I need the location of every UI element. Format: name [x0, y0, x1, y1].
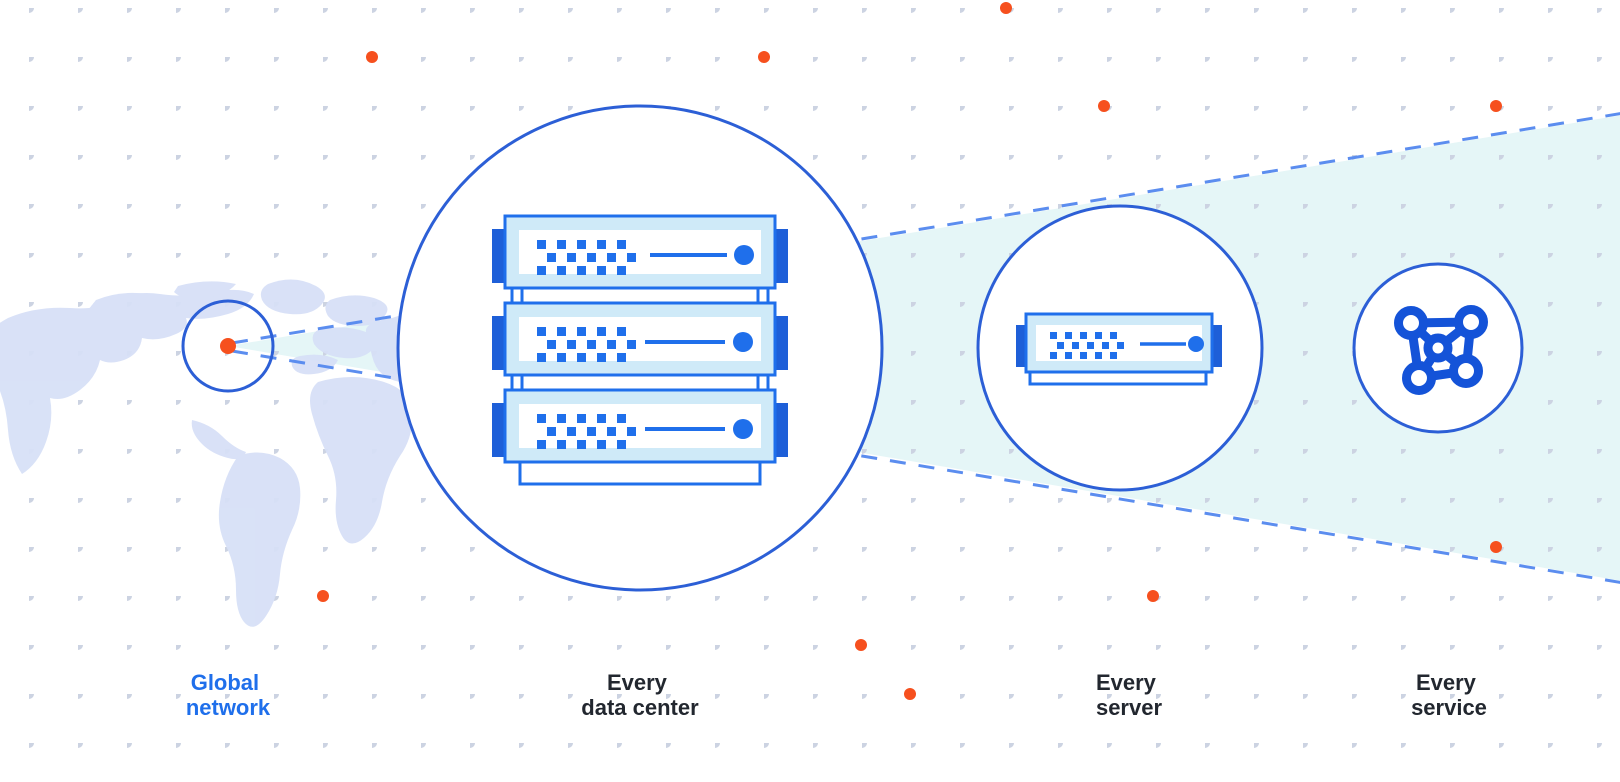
label-every-server: Every server — [1096, 670, 1163, 720]
server-unit — [492, 388, 788, 464]
vent-dots — [537, 240, 636, 275]
server-rack-icon — [492, 214, 788, 486]
node-every-server[interactable] — [976, 204, 1264, 492]
label-every-service-line2: service — [1411, 695, 1487, 720]
point-of-presence-dot — [220, 338, 236, 354]
server-unit-icon — [1016, 312, 1222, 386]
label-every-server-line1: Every — [1096, 670, 1157, 695]
labels: Global network Every data center Every s… — [186, 670, 1487, 720]
label-every-service: Every service — [1411, 670, 1487, 720]
server-unit — [492, 301, 788, 377]
vent-dots — [1050, 332, 1124, 359]
label-every-data-center: Every data center — [581, 670, 699, 720]
label-global-network-line2: network — [186, 695, 271, 720]
label-every-data-center-line2: data center — [581, 695, 699, 720]
node-every-service[interactable] — [1352, 262, 1524, 434]
server-unit — [492, 214, 788, 290]
status-led-icon — [1188, 336, 1204, 352]
accent-dots — [317, 2, 1502, 700]
status-led-icon — [734, 245, 754, 265]
label-global-network: Global network — [186, 670, 271, 720]
label-every-server-line2: server — [1096, 695, 1163, 720]
status-led-icon — [733, 332, 753, 352]
label-every-service-line1: Every — [1416, 670, 1477, 695]
node-global-network[interactable] — [181, 299, 275, 393]
status-led-icon — [733, 419, 753, 439]
label-global-network-line1: Global — [191, 670, 259, 695]
node-every-data-center[interactable] — [396, 104, 884, 592]
vent-dots — [537, 327, 636, 362]
vent-dots — [537, 414, 636, 449]
network-graph-nodes — [1394, 305, 1488, 395]
label-every-data-center-line1: Every — [607, 670, 668, 695]
